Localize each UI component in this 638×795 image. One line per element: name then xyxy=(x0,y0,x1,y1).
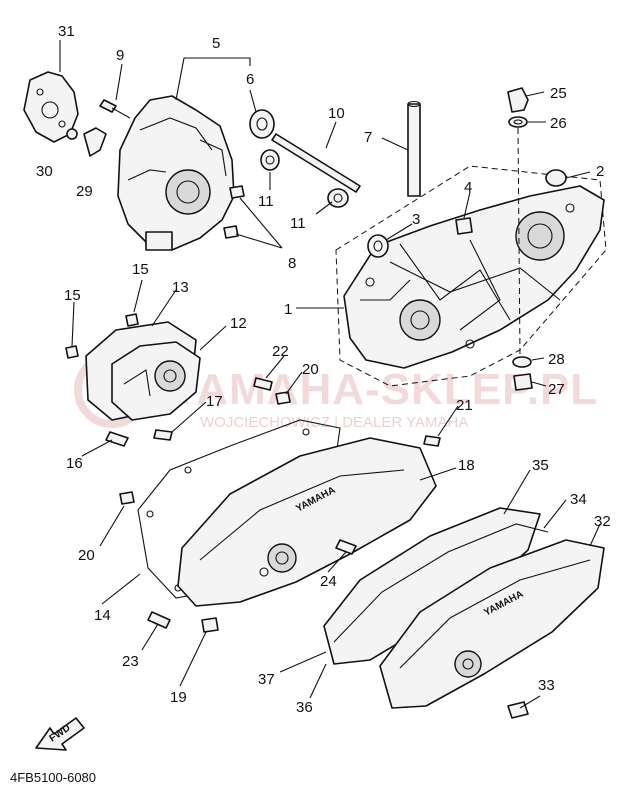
part-4-plug xyxy=(455,217,473,235)
callout-20b: 20 xyxy=(302,361,319,378)
callout-24: 24 xyxy=(320,573,337,590)
callout-17: 17 xyxy=(206,393,223,410)
callout-36: 36 xyxy=(296,699,313,716)
watermark-text: YAMAHA-SKLEP.PL xyxy=(170,365,598,414)
callout-12: 12 xyxy=(230,315,247,332)
callout-26: 26 xyxy=(550,115,567,132)
part-18-crankcase-cover: YAMAHA xyxy=(177,437,437,607)
part-5-left-crankcase xyxy=(117,95,235,251)
part-32-outer-cover: YAMAHA xyxy=(379,539,605,709)
callout-18: 18 xyxy=(458,457,475,474)
callout-31: 31 xyxy=(58,23,75,40)
part-29-bracket xyxy=(83,127,107,157)
part-31-gasket xyxy=(23,71,79,143)
callout-15a: 15 xyxy=(132,261,149,278)
part-25-bolt xyxy=(507,87,529,113)
callout-3: 3 xyxy=(412,211,420,228)
part-30-screw xyxy=(66,128,78,140)
part-20-dowel-a xyxy=(119,491,135,505)
part-26-washer xyxy=(508,116,528,128)
callout-16: 16 xyxy=(66,455,83,472)
callout-25: 25 xyxy=(550,85,567,102)
part-7-pipe xyxy=(407,100,421,197)
part-17-bolt xyxy=(153,429,173,441)
callout-5: 5 xyxy=(212,35,220,52)
callout-23: 23 xyxy=(122,653,139,670)
callout-10: 10 xyxy=(328,105,345,122)
callout-37: 37 xyxy=(258,671,275,688)
part-11-seal-b xyxy=(327,188,349,208)
callout-19: 19 xyxy=(170,689,187,706)
part-24-bolt xyxy=(335,539,357,555)
part-3-seal xyxy=(367,234,389,258)
callout-6: 6 xyxy=(246,71,254,88)
callout-28: 28 xyxy=(548,351,565,368)
part-28-washer xyxy=(512,356,532,368)
callout-34: 34 xyxy=(570,491,587,508)
leader-lines xyxy=(59,40,601,709)
callout-13: 13 xyxy=(172,279,189,296)
watermark-subtext: WOJCIECHOWICZ | DEALER YAMAHA xyxy=(200,414,468,431)
callout-8: 8 xyxy=(288,255,296,272)
callout-21: 21 xyxy=(456,397,473,414)
callout-11a: 11 xyxy=(258,193,274,210)
part-16-bolt xyxy=(105,431,129,447)
part-6-bearing xyxy=(249,109,275,139)
axis-line-25-27 xyxy=(517,127,521,357)
callout-35: 35 xyxy=(532,457,549,474)
part-1-right-crankcase xyxy=(335,165,607,387)
callout-4: 4 xyxy=(464,179,472,196)
callout-15b: 15 xyxy=(64,287,81,304)
callout-7: 7 xyxy=(364,129,372,146)
callout-29: 29 xyxy=(76,183,93,200)
callout-22: 22 xyxy=(272,343,289,360)
part-code: 4FB5100-6080 xyxy=(10,770,96,785)
part-12-cover xyxy=(111,341,201,421)
part-34-seal-strip xyxy=(333,523,549,643)
part-20-dowel-b xyxy=(275,391,291,405)
callout-2: 2 xyxy=(596,163,604,180)
part-22-bolt xyxy=(253,377,273,391)
part-19-dowel xyxy=(201,617,219,633)
part-23-bolt xyxy=(147,611,171,629)
callout-11b: 11 xyxy=(290,215,306,232)
part-27-bolt xyxy=(513,373,533,391)
forward-arrow-icon: FWD xyxy=(35,717,85,751)
part-10-shaft xyxy=(271,133,361,193)
callout-32: 32 xyxy=(594,513,611,530)
part-2-cap xyxy=(545,169,567,187)
part-35-gasket-cover xyxy=(323,507,541,665)
callout-27: 27 xyxy=(548,381,565,398)
part-21-bolt xyxy=(423,435,441,447)
callout-14: 14 xyxy=(94,607,111,624)
part-11-seal-a xyxy=(260,149,280,171)
callout-9: 9 xyxy=(116,47,124,64)
part-15-dowels xyxy=(65,313,139,359)
callout-1: 1 xyxy=(284,301,292,318)
part-9-bolt xyxy=(99,99,131,119)
callout-numbers: 1 2 3 4 5 6 7 8 9 10 11 11 12 13 14 15 1… xyxy=(36,23,611,716)
callout-30: 30 xyxy=(36,163,53,180)
callout-20a: 20 xyxy=(78,547,95,564)
part-8-dowels xyxy=(223,185,245,239)
callout-33: 33 xyxy=(538,677,555,694)
